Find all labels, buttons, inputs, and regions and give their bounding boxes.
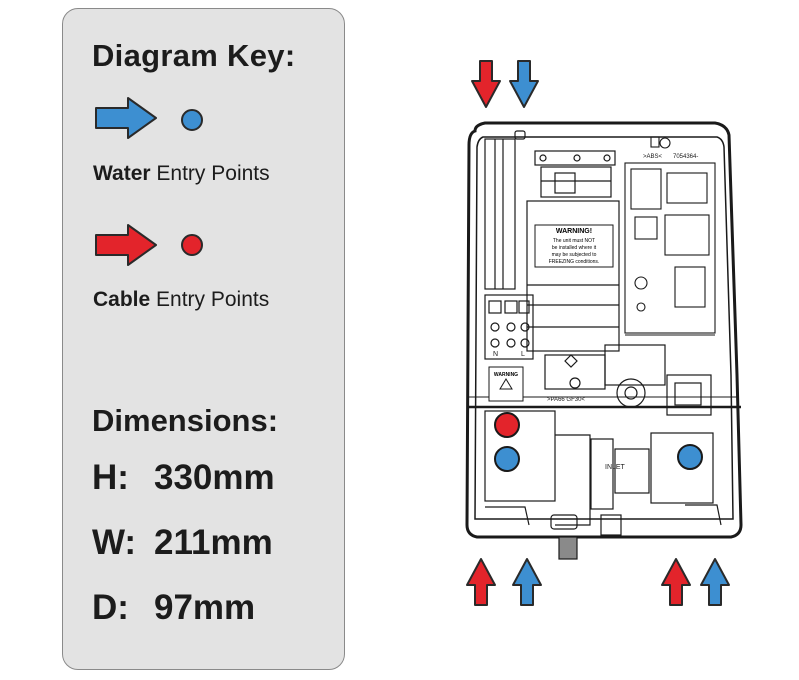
terminal-n-label: N bbox=[493, 351, 498, 358]
top-terminal-strip bbox=[534, 150, 616, 198]
control-assembly: >PA66 GF30< bbox=[547, 344, 712, 416]
unit-casing bbox=[465, 121, 743, 539]
top-water-down-arrow-icon bbox=[509, 60, 539, 108]
water-entry-circle-left bbox=[494, 446, 520, 472]
blue-right-arrow-icon bbox=[95, 97, 157, 139]
dimension-width: W:211mm bbox=[92, 523, 273, 562]
small-warning-sticker: WARNING bbox=[488, 366, 524, 402]
warning-title-text: WARNING! bbox=[556, 228, 592, 235]
material-top-text: >ABS< bbox=[643, 154, 663, 160]
warning-line-2: be installed where it bbox=[552, 245, 597, 251]
bottom-left-cable-up-arrow-icon bbox=[466, 558, 496, 606]
water-entry-circle-right bbox=[677, 444, 703, 470]
terminal-l-label: L bbox=[521, 351, 525, 358]
small-warning-text: WARNING bbox=[494, 372, 518, 378]
lower-assembly: INLET bbox=[484, 410, 722, 560]
cable-entry-circle-left bbox=[494, 412, 520, 438]
diagram-key-title: Diagram Key: bbox=[92, 38, 296, 73]
top-cable-down-arrow-icon bbox=[471, 60, 501, 108]
cable-entry-dot-icon bbox=[181, 234, 203, 256]
bottom-left-water-up-arrow-icon bbox=[512, 558, 542, 606]
material-mid-text: >PA66 GF30< bbox=[547, 397, 585, 403]
dimension-depth: D:97mm bbox=[92, 588, 256, 627]
part-number-text: 7054364- bbox=[673, 154, 698, 160]
heater-tank bbox=[526, 200, 620, 390]
warning-line-3: may be subjected to bbox=[552, 252, 597, 258]
circuit-board: >ABS< 7054364- bbox=[624, 136, 716, 336]
terminal-block: N L bbox=[484, 294, 534, 360]
cable-entry-label: Cable Entry Points bbox=[93, 288, 270, 311]
bottom-right-cable-up-arrow-icon bbox=[661, 558, 691, 606]
water-entry-label: Water Entry Points bbox=[93, 162, 270, 185]
bottom-right-water-up-arrow-icon bbox=[700, 558, 730, 606]
left-rail bbox=[484, 130, 526, 290]
warning-line-1: The unit must NOT bbox=[553, 238, 595, 244]
dimensions-title: Dimensions: bbox=[92, 403, 279, 438]
inlet-label: INLET bbox=[605, 464, 626, 471]
freezing-warning-label: WARNING! The unit must NOT be installed … bbox=[534, 224, 614, 268]
red-right-arrow-icon bbox=[95, 224, 157, 266]
dimension-height: H:330mm bbox=[92, 458, 275, 497]
heater-unit-diagram: WARNING! The unit must NOT be installed … bbox=[465, 60, 743, 606]
water-entry-dot-icon bbox=[181, 109, 203, 131]
warning-line-4: FREEZING conditions. bbox=[549, 259, 600, 265]
